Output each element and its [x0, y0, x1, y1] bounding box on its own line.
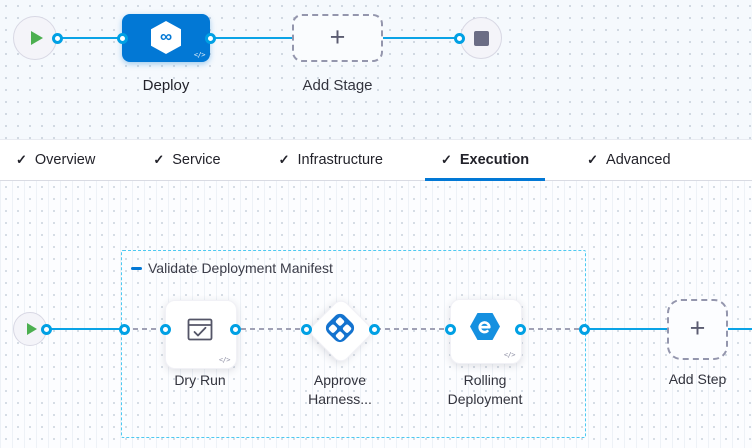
stage-label: Deploy [142, 77, 190, 94]
check-icon: ✓ [16, 152, 27, 167]
icon-hole [335, 330, 345, 341]
connector-port[interactable] [159, 323, 171, 335]
connector-port[interactable] [40, 323, 52, 335]
add-step-label: Add Step [668, 371, 727, 387]
dry-run-icon [187, 318, 213, 341]
harness-cd-icon: ∞ [159, 27, 173, 46]
execution-canvas [0, 181, 752, 448]
connector-port[interactable] [300, 323, 312, 335]
step-group-outline [121, 250, 586, 438]
add-stage-label: Add Stage [302, 77, 373, 94]
code-view-icon[interactable]: </> [218, 356, 231, 364]
stop-icon [473, 30, 489, 46]
plus-icon: + [689, 313, 706, 343]
tab-label: Execution [459, 152, 530, 168]
connector-port[interactable] [116, 32, 128, 44]
tab-advanced[interactable]: ✓ Advanced [571, 140, 686, 180]
add-step-button[interactable]: + [667, 299, 728, 360]
rolling-deployment-icon [470, 313, 500, 340]
collapse-group-icon[interactable] [131, 266, 142, 270]
connector-port[interactable] [51, 32, 63, 44]
step-label: Approve Harness... [308, 372, 372, 407]
tab-label: Advanced [606, 152, 671, 168]
connector-port[interactable] [444, 323, 456, 335]
connector-line [30, 328, 124, 330]
step-group-label: Validate Deployment Manifest [148, 260, 333, 276]
tab-label: Service [172, 152, 221, 168]
tab-overview[interactable]: ✓ Overview [0, 140, 111, 180]
add-stage-button[interactable]: + [292, 14, 383, 62]
play-icon [31, 31, 43, 45]
tab-label: Infrastructure [297, 152, 383, 168]
tab-service[interactable]: ✓ Service [137, 140, 236, 180]
connector-line [35, 37, 459, 39]
icon-hole [327, 323, 338, 333]
check-icon: ✓ [153, 152, 165, 167]
step-label: Rolling Deployment [447, 372, 523, 407]
code-view-icon[interactable]: </> [503, 351, 516, 359]
stage-canvas: ∞ </> Deploy + Add Stage [0, 0, 752, 139]
pipeline-start-node[interactable] [13, 16, 57, 60]
connector-port[interactable] [229, 323, 241, 335]
connector-port[interactable] [453, 32, 465, 44]
stage-config-tabs: ✓ Overview ✓ Service ✓ Infrastructure ✓ … [0, 139, 752, 181]
check-icon: ✓ [587, 152, 599, 167]
stage-node-deploy[interactable]: ∞ </> [122, 14, 210, 62]
cd-stage-hexagon-icon: ∞ [151, 21, 181, 54]
icon-hole [342, 323, 353, 333]
code-view-icon[interactable]: </> [193, 51, 206, 59]
step-group-header: Validate Deployment Manifest [131, 260, 333, 276]
pipeline-end-node[interactable] [460, 17, 502, 59]
play-icon [26, 323, 37, 335]
connector-port[interactable] [368, 323, 380, 335]
check-icon: ✓ [278, 152, 290, 167]
tab-infrastructure[interactable]: ✓ Infrastructure [263, 140, 399, 180]
connector-port[interactable] [204, 32, 216, 44]
plus-icon: + [329, 21, 346, 52]
connector-port[interactable] [514, 323, 526, 335]
connector-port[interactable] [118, 323, 130, 335]
connector-port[interactable] [578, 323, 590, 335]
check-icon: ✓ [440, 152, 452, 167]
tab-execution[interactable]: ✓ Execution [424, 140, 546, 181]
icon-hole [335, 315, 345, 326]
tab-label: Overview [34, 152, 96, 168]
step-label: Dry Run [174, 372, 226, 388]
